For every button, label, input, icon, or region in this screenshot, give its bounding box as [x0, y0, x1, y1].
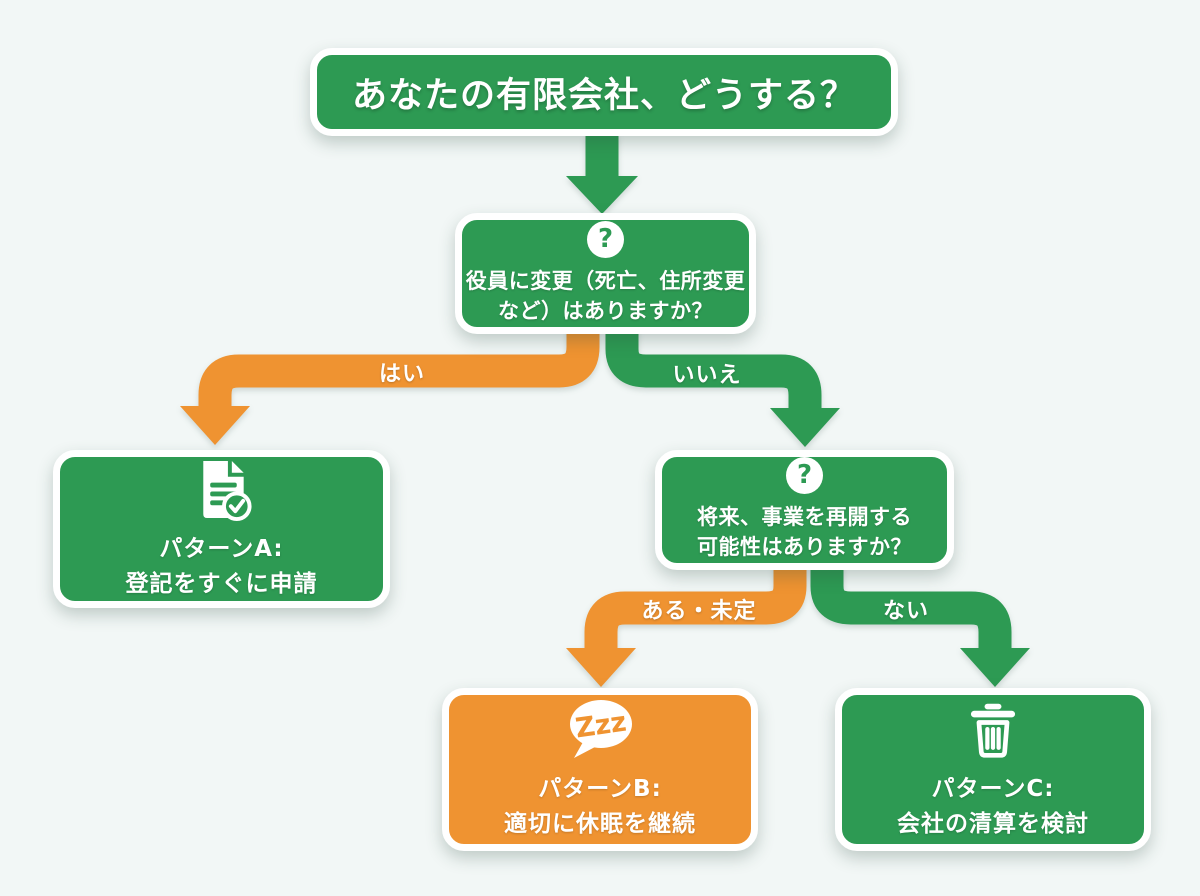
pattern-a-node: パターンA: 登記をすぐに申請 [53, 450, 390, 608]
pattern-a-action: 登記をすぐに申請 [125, 570, 318, 597]
arrow-head [566, 176, 638, 214]
document-check-icon [202, 460, 252, 522]
arrow-q1-no [605, 326, 840, 447]
arrow-stem [584, 560, 807, 651]
trash-icon [970, 703, 1016, 758]
pattern-c-node: パターンC: 会社の清算を検討 [835, 688, 1151, 851]
pattern-a-text: パターンA: 登記をすぐに申請 [126, 532, 318, 601]
arrow-stem [605, 326, 822, 411]
sleep-zzz-icon: Zzz [570, 700, 632, 758]
arrow-q1-yes [180, 326, 600, 445]
arrow-title-to-question1 [566, 134, 638, 214]
pattern-b-action: 適切に休眠を継続 [504, 810, 696, 837]
arrow-q2-maybe [566, 560, 807, 687]
arrow-head [960, 648, 1030, 687]
branch-label-yes: はい [378, 362, 426, 387]
arrow-q2-no [810, 560, 1030, 687]
arrow-stem [198, 326, 600, 409]
arrow-head [770, 408, 840, 447]
branch-label-maybe: ある・未定 [641, 599, 757, 624]
pattern-b-text: パターンB: 適切に休眠を継続 [504, 772, 696, 841]
arrow-head [180, 406, 250, 445]
title-box: あなたの有限会社、どうする？ [310, 48, 898, 136]
zzz-text: Zzz [574, 707, 629, 745]
pattern-c-text: パターンC: 会社の清算を検討 [897, 772, 1089, 841]
branch-label-none: ない [882, 599, 930, 624]
question-1-node: ? 役員に変更（死亡、住所変更 など）はありますか？ [455, 213, 756, 334]
pattern-c-action: 会社の清算を検討 [897, 810, 1089, 837]
question-icon: ? [587, 220, 624, 258]
pattern-c-label: パターンC: [931, 776, 1055, 802]
question-icon: ? [786, 457, 823, 495]
pattern-a-label: パターンA: [159, 536, 284, 562]
pattern-b-node: Zzz パターンB: 適切に休眠を継続 [442, 688, 758, 851]
arrow-stem [810, 560, 1012, 651]
pattern-b-label: パターンB: [538, 776, 662, 802]
arrow-head [566, 648, 636, 687]
question-1-text: 役員に変更（死亡、住所変更 など）はありますか？ [465, 268, 746, 323]
question-2-node: ? 将来、事業を再開する 可能性はありますか？ [655, 450, 954, 570]
question-2-text: 将来、事業を再開する 可能性はありますか？ [697, 505, 912, 559]
title-text: あなたの有限会社、どうする？ [351, 75, 856, 116]
branch-label-no: いいえ [672, 363, 742, 388]
